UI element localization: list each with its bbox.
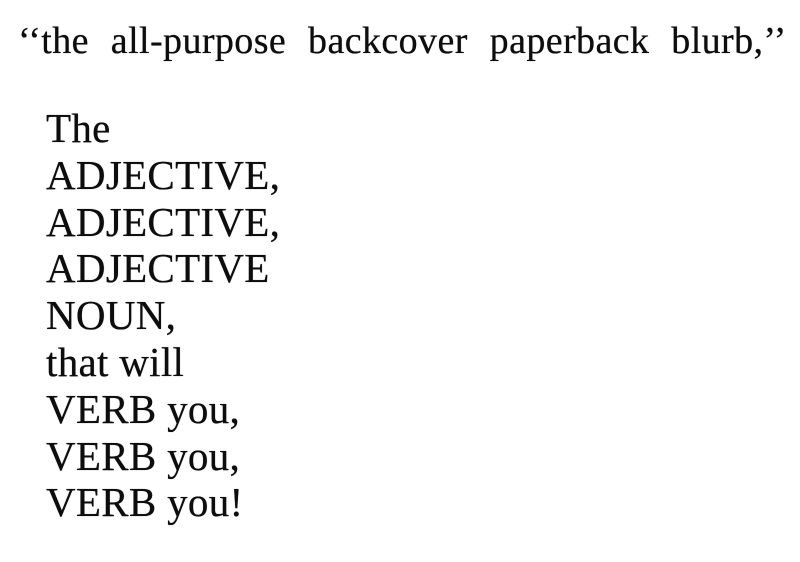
blurb-line: ADJECTIVE [46,245,270,292]
blurb-body: The ADJECTIVE, ADJECTIVE, ADJECTIVE NOUN… [46,105,280,526]
blurb-line: ADJECTIVE, [46,151,281,198]
blurb-line: that will [46,338,185,385]
blurb-line: ADJECTIVE, [46,198,281,245]
blurb-line: NOUN, [46,292,177,339]
blurb-line: VERB you! [46,479,244,526]
blurb-title: ‘‘the all-purpose backcover paperback bl… [18,20,787,62]
blurb-line: VERB you, [46,432,241,479]
blurb-line: VERB you, [46,385,241,432]
blurb-line: The [46,105,111,151]
